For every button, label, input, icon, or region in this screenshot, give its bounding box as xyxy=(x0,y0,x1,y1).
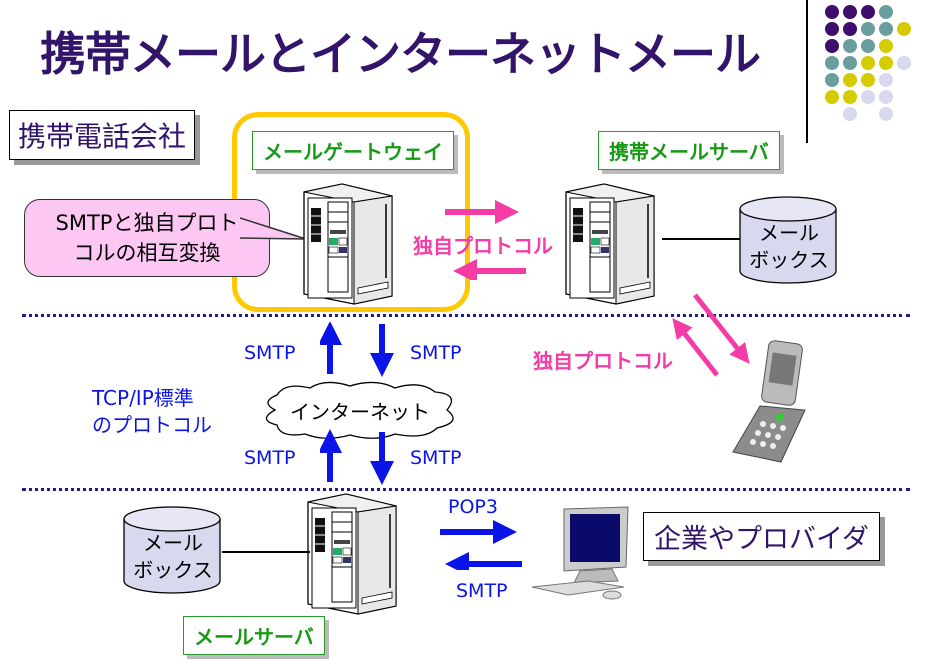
mobile-mailbox-icon xyxy=(739,196,837,284)
decorative-dot xyxy=(879,5,893,19)
decorative-dot xyxy=(861,22,875,36)
decorative-dot xyxy=(825,22,839,36)
decorative-dot-grid xyxy=(825,5,925,125)
decorative-dot xyxy=(879,39,893,53)
mail-server-mailbox-link xyxy=(222,551,310,553)
mail-server-icon[interactable] xyxy=(300,490,404,620)
smtp-label-ms-up: SMTP xyxy=(244,447,296,469)
tcpip-label: TCP/IP標準 のプロトコル xyxy=(92,385,212,439)
decorative-dot xyxy=(897,22,911,36)
arrow-down-right xyxy=(693,293,750,364)
decorative-dot xyxy=(843,73,857,87)
mobile-mailbox-label: メール ボックス xyxy=(738,220,840,274)
decorative-dot xyxy=(861,39,875,53)
phone-protocol-label: 独自プロトコル xyxy=(533,349,673,373)
tcpip-line-1: TCP/IP標準 xyxy=(92,386,194,410)
phone-arrows xyxy=(672,293,750,377)
carrier-label: 携帯電話会社 xyxy=(9,110,196,160)
mobile-server-label: 携帯メールサーバ xyxy=(598,131,780,170)
decorative-dot xyxy=(825,56,839,70)
conversion-callout: SMTPと独自プロト コルの相互変換 xyxy=(24,199,270,277)
gateway-server-icon[interactable] xyxy=(296,180,400,310)
internet-cloud-icon xyxy=(265,381,454,439)
decorative-dot xyxy=(843,107,857,121)
gateway-label: メールゲートウェイ xyxy=(252,131,454,170)
decorative-dot xyxy=(879,90,893,104)
server-mailbox-label: メール ボックス xyxy=(122,530,224,584)
divider-line xyxy=(806,0,808,143)
separator-bottom xyxy=(22,488,910,491)
smtp-label-gw-up: SMTP xyxy=(244,342,296,364)
decorative-dot xyxy=(825,73,839,87)
tcpip-line-2: のプロトコル xyxy=(92,413,212,437)
decorative-dot xyxy=(861,5,875,19)
decorative-dot xyxy=(879,73,893,87)
mailbox-line-2: ボックス xyxy=(133,558,213,582)
mailbox-line-1: メール xyxy=(759,221,819,245)
separator-top xyxy=(22,314,910,317)
decorative-dot xyxy=(879,56,893,70)
pc-smtp-label: SMTP xyxy=(456,580,508,602)
proprietary-arrows xyxy=(445,200,526,280)
decorative-dot xyxy=(861,73,875,87)
callout-line-2: コルの相互変換 xyxy=(73,241,221,265)
mobile-phone-icon[interactable] xyxy=(725,340,845,465)
mail-server-label: メールサーバ xyxy=(183,616,325,655)
mobile-server-mailbox-link xyxy=(662,238,740,240)
decorative-dot xyxy=(897,56,911,70)
gateway-protocol-label: 独自プロトコル xyxy=(413,234,553,258)
decorative-dot xyxy=(843,22,857,36)
mailbox-line-2: ボックス xyxy=(749,248,829,272)
smtp-arrows xyxy=(320,322,394,485)
mobile-server-icon[interactable] xyxy=(558,180,662,310)
decorative-dot xyxy=(825,5,839,19)
callout-line-1: SMTPと独自プロト xyxy=(55,211,239,235)
pc-icon[interactable] xyxy=(528,505,638,600)
decorative-dot xyxy=(879,107,893,121)
decorative-dot xyxy=(843,39,857,53)
pop3-label: POP3 xyxy=(448,496,498,518)
decorative-dot xyxy=(825,90,839,104)
decorative-dot xyxy=(843,90,857,104)
decorative-dot xyxy=(861,56,875,70)
decorative-dot xyxy=(843,5,857,19)
arrow-up-left xyxy=(672,318,719,377)
smtp-label-ms-down: SMTP xyxy=(410,447,462,469)
decorative-dot xyxy=(825,39,839,53)
page-title: 携帯メールとインターネットメール xyxy=(40,27,761,81)
smtp-label-gw-down: SMTP xyxy=(410,342,462,364)
client-arrows xyxy=(440,520,522,570)
provider-label: 企業やプロバイダ xyxy=(643,512,880,561)
mailbox-line-1: メール xyxy=(143,531,203,555)
internet-label: インターネット xyxy=(290,400,430,424)
server-mailbox-icon xyxy=(123,506,221,594)
decorative-dot xyxy=(861,90,875,104)
decorative-dot xyxy=(843,56,857,70)
decorative-dot xyxy=(879,22,893,36)
